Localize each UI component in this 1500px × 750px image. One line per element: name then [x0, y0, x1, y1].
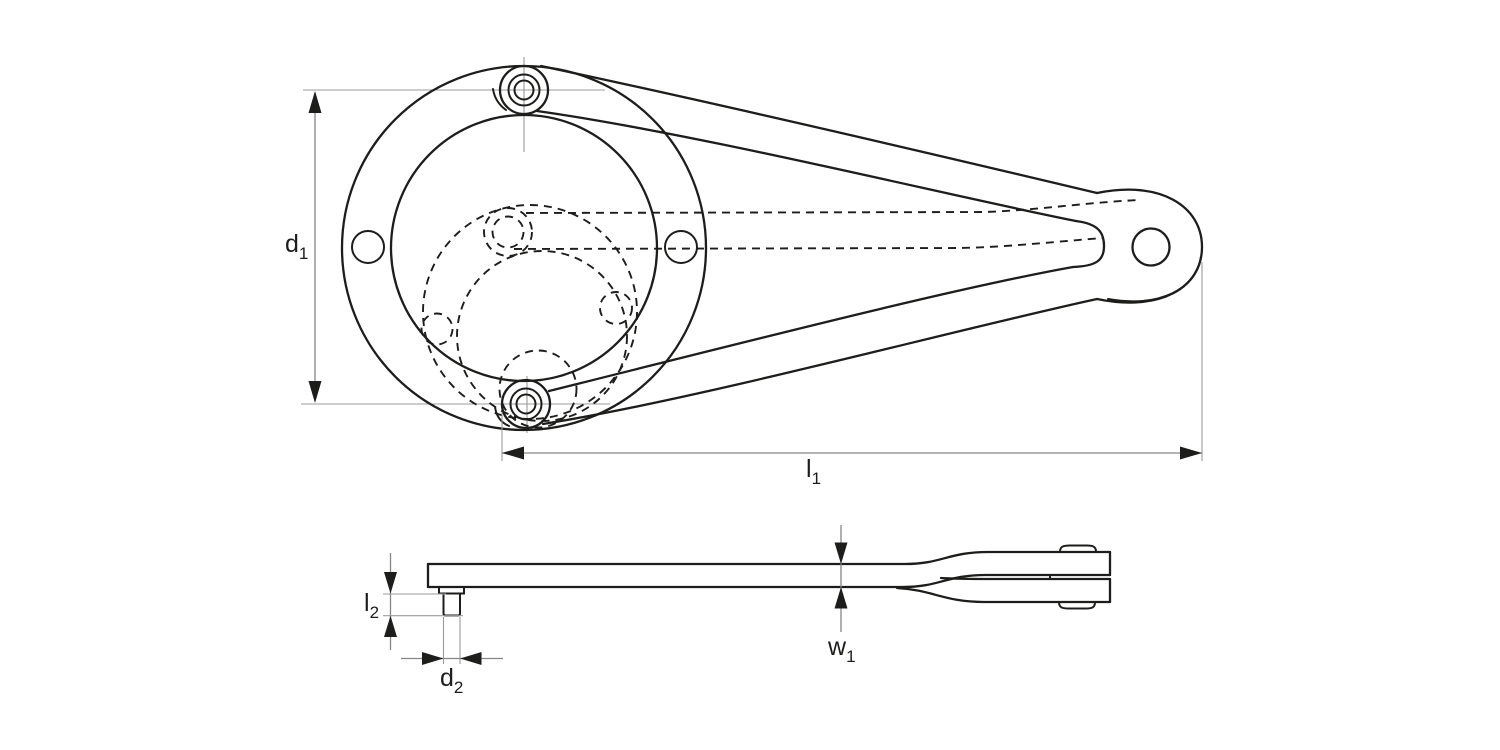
- arrowhead-l1-left: [502, 446, 524, 460]
- claw-tip-bottom: [494, 406, 510, 427]
- dim-label-w1: w1: [827, 633, 856, 666]
- arrowhead-l2-down: [384, 572, 397, 594]
- arrowhead-l1-right: [1180, 446, 1202, 460]
- arrowhead-l2-up: [384, 615, 397, 637]
- arrowhead-w1-up: [834, 587, 848, 609]
- arrowhead-d2-right: [422, 652, 444, 665]
- strap-top-edge: [426, 550, 1112, 566]
- lower-strap-bottom-edge: [895, 586, 1112, 604]
- arrowhead-d2-left: [460, 652, 482, 665]
- dim-label-d2: d2: [440, 664, 463, 697]
- dimension-w1: w1: [827, 525, 856, 666]
- rivet-boss-top: [498, 64, 550, 116]
- lower-arm-outer-edge: [541, 297, 1099, 426]
- upper-arm-top-edge: [539, 64, 1099, 195]
- lower-strap-top-edge: [939, 576, 1112, 581]
- handle-end-lobe: [1095, 188, 1204, 304]
- hang-hole: [1131, 227, 1171, 267]
- filter-circle-small-dashed: [498, 349, 578, 429]
- drive-stub-profile: [442, 592, 461, 617]
- mount-hole-right: [664, 230, 698, 264]
- upper-arm-inner-edge: [535, 109, 1078, 223]
- claw-boss-alternate-dashed: [483, 207, 533, 257]
- arrowhead-d1-up: [308, 91, 322, 113]
- dimension-l1: l1: [501, 262, 1203, 488]
- strap-bottom-edge: [426, 573, 1112, 589]
- rivet-head-bottom-profile: [1058, 601, 1096, 610]
- rivet-collar-top: [507, 73, 541, 107]
- drive-flange-profile: [438, 586, 465, 595]
- hidden-edge-lower-dashed: [513, 237, 1104, 250]
- hidden-edge-upper-dashed: [525, 199, 1141, 214]
- rivet-hole-top: [513, 79, 535, 101]
- pin-circle-3-dashed: [599, 291, 633, 325]
- filter-circle-medium-dashed: [456, 250, 628, 422]
- dim-label-d1: d1: [285, 230, 308, 263]
- arrowhead-d1-down: [308, 381, 322, 403]
- dimension-d2: d2: [401, 617, 503, 697]
- dim-label-l2: l2: [364, 589, 379, 622]
- arrowhead-w1-down: [834, 542, 848, 564]
- pin-circle-1-dashed: [491, 215, 525, 249]
- claw-tip-top: [492, 88, 507, 111]
- dimension-l2: l2: [364, 553, 463, 650]
- handle-end-rear-plate-edge: [1107, 256, 1202, 303]
- pin-circle-2-dashed: [420, 312, 454, 346]
- rivet-hole-bottom: [515, 393, 537, 415]
- side-view: l2 d2 w1: [364, 525, 1112, 697]
- rivet-head-top-profile: [1059, 544, 1097, 553]
- top-view: d1 l1: [285, 57, 1204, 488]
- filter-circle-large-dashed: [422, 204, 638, 420]
- dim-label-l1: l1: [806, 455, 821, 488]
- fork-crotch-edge: [1071, 219, 1106, 269]
- lower-arm-inner-edge: [547, 265, 1075, 393]
- dimension-d1: d1: [285, 91, 322, 403]
- rivet-collar-bottom: [509, 387, 543, 421]
- rivet-boss-bottom: [500, 378, 552, 430]
- mount-hole-left: [351, 230, 385, 264]
